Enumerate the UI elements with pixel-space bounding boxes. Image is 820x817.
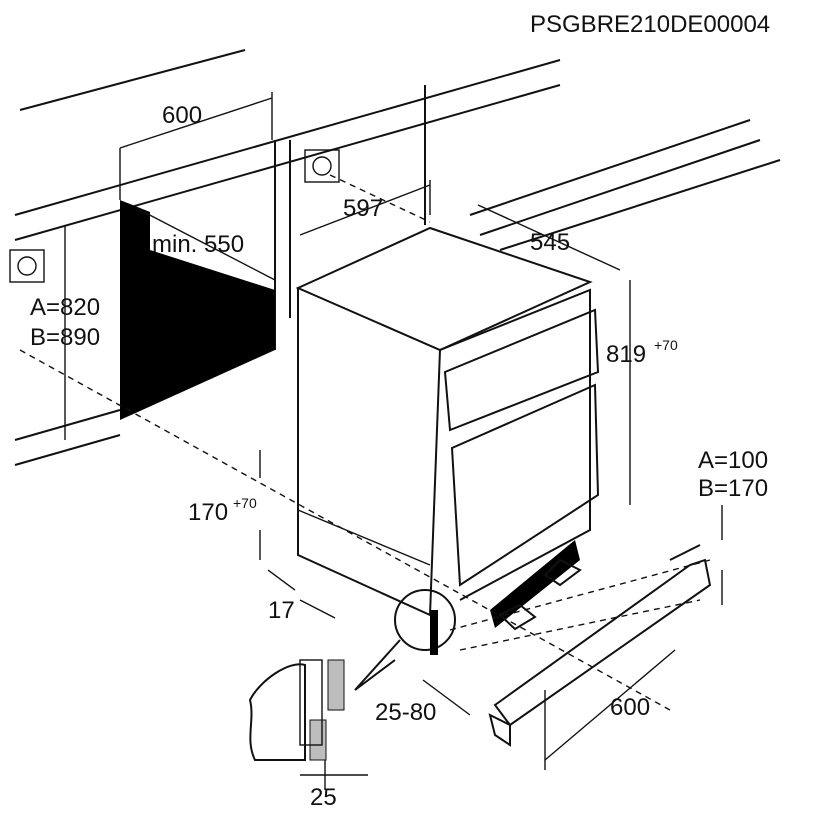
label-plinth-height: 170 xyxy=(188,499,228,526)
label-niche-height-a: A=820 xyxy=(30,294,100,321)
label-plinth-width: 600 xyxy=(610,694,650,721)
label-appliance-width: 597 xyxy=(343,195,383,222)
label-plinth-offset: 17 xyxy=(268,597,295,624)
label-niche-depth: min. 550 xyxy=(152,231,244,258)
airflow-arrow-icon xyxy=(498,603,537,631)
diagram-code: PSGBRE210DE00004 xyxy=(530,11,770,38)
label-plinth-a: A=100 xyxy=(698,447,768,474)
airflow-arrow-icon xyxy=(543,558,582,587)
door-detail xyxy=(248,589,456,761)
dimension-lines xyxy=(64,92,723,790)
kitchen-cabinets xyxy=(14,49,781,466)
label-plinth-b: B=170 xyxy=(698,475,768,502)
plinth xyxy=(488,544,712,747)
label-ventilation-gap: 25-80 xyxy=(375,699,436,726)
guide-lines xyxy=(19,174,711,711)
power-socket-icon xyxy=(9,149,340,283)
label-plinth-height-tolerance: +70 xyxy=(233,495,257,511)
label-door-gap: 25 xyxy=(310,784,337,811)
label-appliance-depth: 545 xyxy=(530,229,570,256)
label-niche-width: 600 xyxy=(162,102,202,129)
label-appliance-height: 819 xyxy=(606,341,646,368)
label-niche-height-b: B=890 xyxy=(30,324,100,351)
niche-shadow xyxy=(120,200,275,420)
appliance xyxy=(295,226,600,631)
label-appliance-height-tolerance: +70 xyxy=(654,337,678,353)
